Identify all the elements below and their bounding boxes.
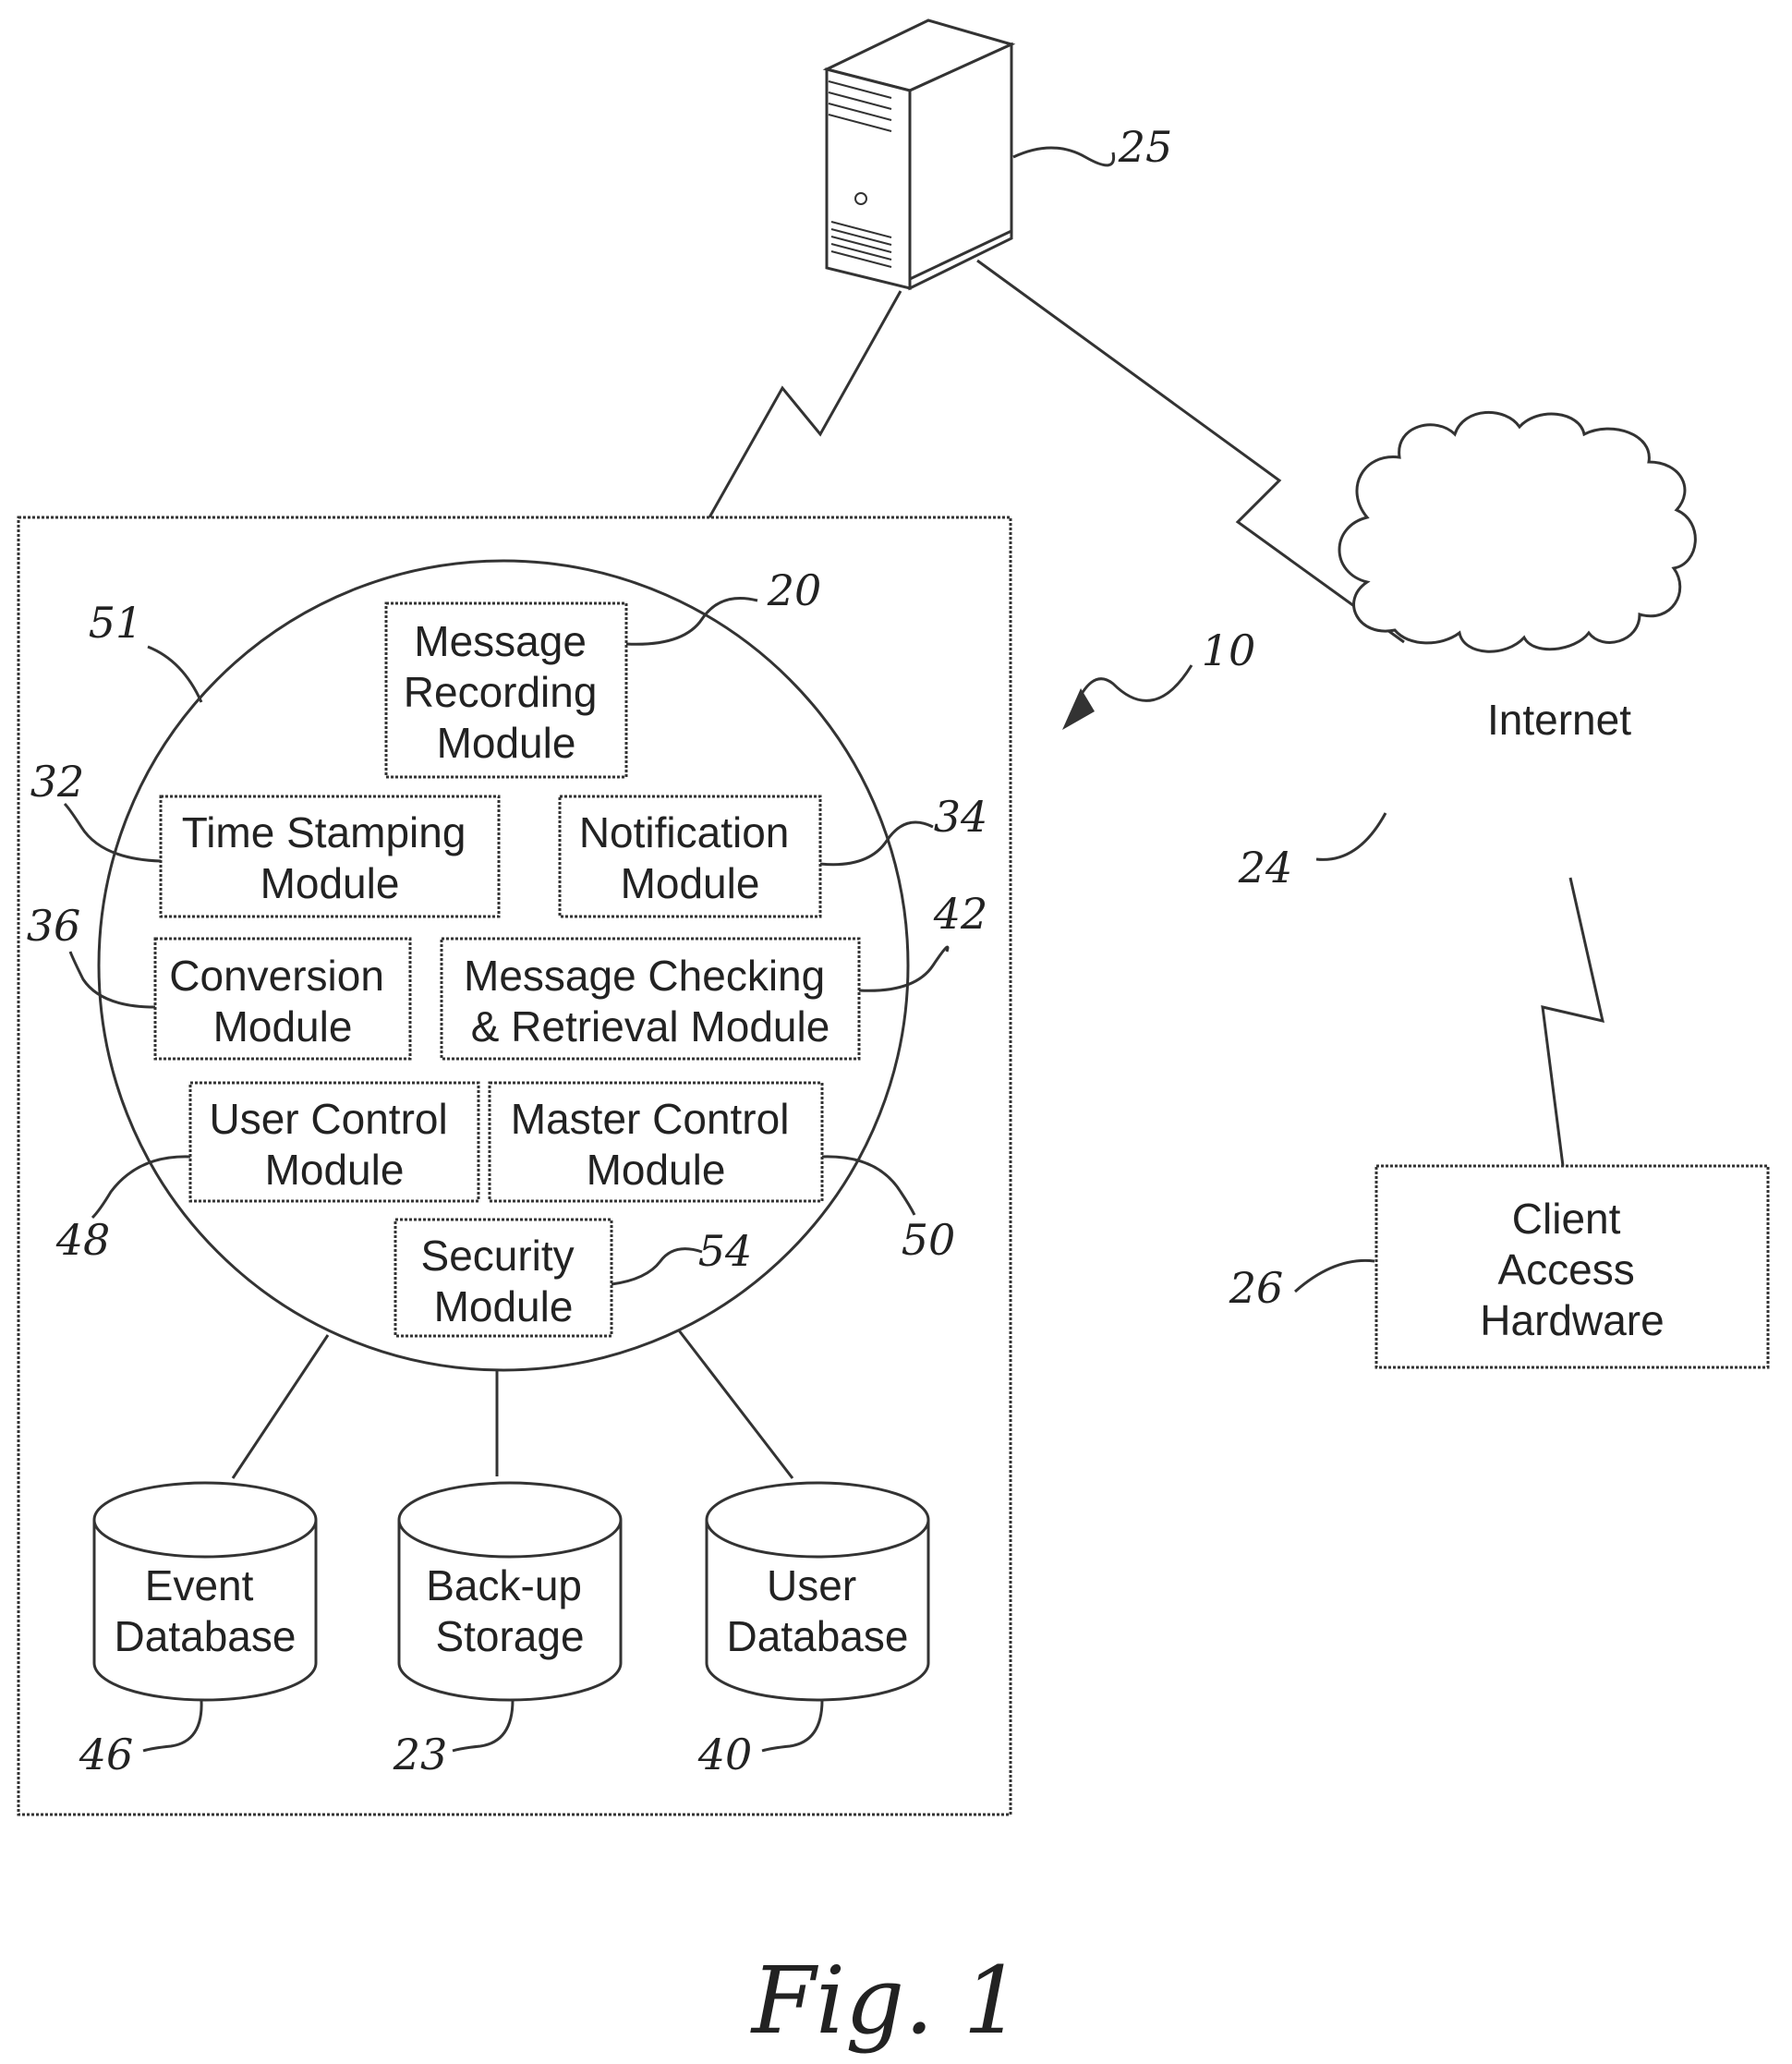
message-recording-ref: 20 (767, 565, 822, 615)
internet-to-client-link (1543, 878, 1603, 1166)
system-ref-arrowhead (1062, 688, 1095, 730)
client-ref-leader (1295, 1260, 1374, 1292)
message-checking-ref: 42 (933, 889, 988, 939)
server-to-system-link (709, 291, 901, 517)
server-ref: 25 (1118, 122, 1173, 172)
user-db-ref: 40 (697, 1730, 753, 1779)
time-stamping-ref: 32 (30, 757, 85, 807)
security-ref: 54 (698, 1226, 753, 1276)
internet-label: Internet (1487, 696, 1631, 744)
internet-ref: 24 (1238, 843, 1293, 892)
server-ref-leader (1013, 148, 1114, 165)
server-icon (827, 20, 1011, 288)
system-ref: 10 (1202, 625, 1256, 675)
user-control-ref: 48 (55, 1215, 111, 1265)
conversion-ref: 36 (27, 901, 81, 951)
event-db-ref: 46 (79, 1730, 134, 1779)
backup-storage-ref: 23 (393, 1730, 448, 1779)
notification-ref: 34 (934, 792, 988, 842)
figure-caption: Fig. 1 (750, 1947, 1023, 2055)
server-to-internet-link (977, 261, 1404, 642)
circle-ref: 51 (89, 598, 143, 648)
client-ref: 26 (1229, 1263, 1284, 1313)
internet-ref-leader (1316, 813, 1386, 859)
master-control-ref: 50 (902, 1215, 956, 1265)
internet-cloud (1339, 412, 1695, 651)
